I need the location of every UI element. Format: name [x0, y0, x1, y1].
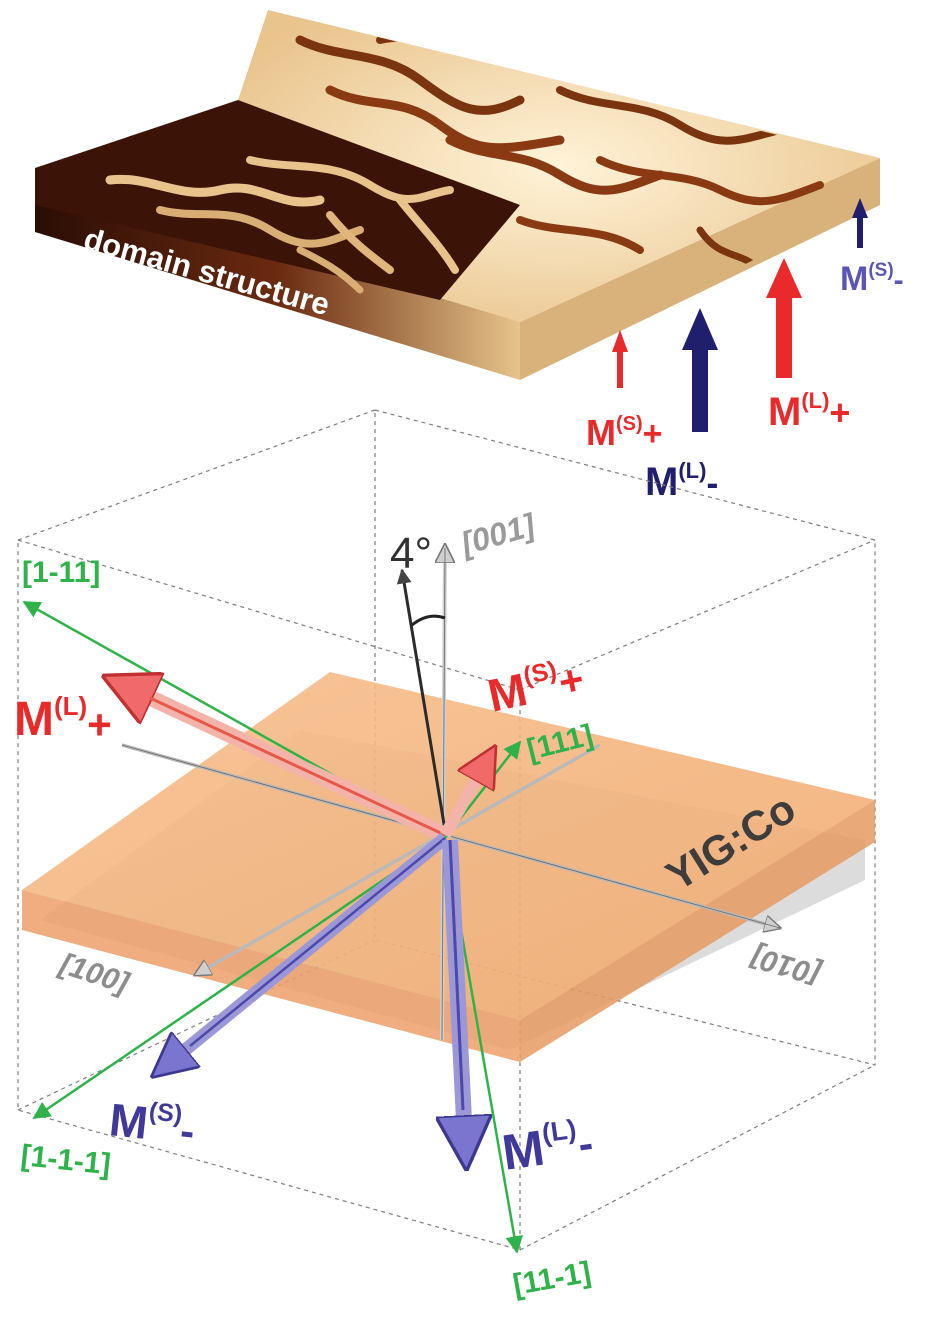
film-right-edge: [520, 800, 875, 1062]
label-axis-001: [001]: [456, 506, 540, 562]
svg-text:M(S)+: M(S)+: [586, 412, 663, 453]
side-arrow-ms-plus: [612, 330, 628, 388]
side-label-ms-plus: M(S)+: [586, 412, 663, 453]
label-axis-010: [010]: [747, 940, 825, 992]
label-vector-ms-plus: M(S)+: [483, 651, 588, 722]
side-label-ml-plus: M(L)+: [768, 388, 850, 434]
svg-text:M(S)-: M(S)-: [107, 1093, 198, 1155]
label-vector-ml-minus: M(L)-: [499, 1112, 597, 1181]
tilted-axis: [396, 568, 447, 831]
side-label-ms-minus: M(S)-: [840, 260, 904, 298]
magnetization-vectors: [112, 680, 492, 1160]
svg-text:M(L)-: M(L)-: [499, 1112, 597, 1181]
side-arrow-ml-plus: [766, 258, 802, 378]
side-arrow-ms-minus: [852, 198, 868, 248]
svg-text:M(L)+: M(L)+: [14, 691, 112, 748]
angle-arc: [411, 614, 446, 627]
label-diagonal-1-1-1: [1-1-1]: [19, 1139, 112, 1181]
svg-text:M(S)-: M(S)-: [840, 260, 904, 298]
label-vector-ml-plus: M(L)+: [14, 691, 112, 748]
svg-text:M(L)-: M(L)-: [645, 458, 718, 504]
label-vector-ms-minus: M(S)-: [107, 1093, 198, 1155]
svg-text:M(L)+: M(L)+: [768, 388, 850, 434]
axis-100: [195, 743, 601, 975]
svg-text:M(S)+: M(S)+: [483, 651, 588, 722]
side-label-ml-minus: M(L)-: [645, 458, 718, 504]
side-arrow-ml-minus: [682, 308, 718, 432]
vector-ms-plus: [439, 752, 492, 838]
crystal-labels: 4° [001] [100] [010] [1-11] [111] [1-1-1…: [14, 506, 825, 1302]
slab-right-face: [520, 158, 880, 380]
label-diagonal-11-1: [11-1]: [510, 1256, 593, 1302]
diagonal-1-1-1: [32, 836, 446, 1120]
side-magnetization-arrows: M(S)+ M(L)- M(L)+ M(S)-: [586, 198, 904, 504]
label-diagonal-1-11: [1-11]: [22, 556, 100, 589]
domain-structure-image: domain structure: [35, 10, 880, 380]
angle-label: 4°: [390, 529, 432, 578]
